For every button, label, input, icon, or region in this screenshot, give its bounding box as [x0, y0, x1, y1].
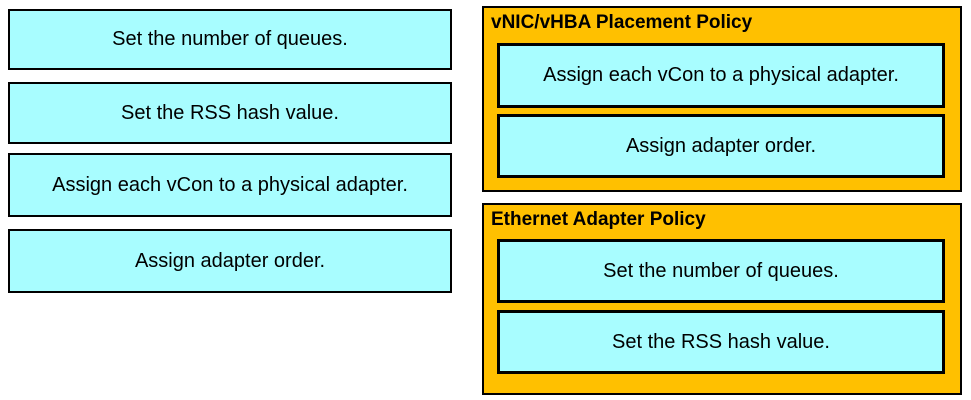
- drag-item-label: Set the number of queues.: [112, 28, 348, 50]
- drag-item-assign-adapter-order[interactable]: Assign adapter order.: [8, 229, 452, 293]
- panel-title: vNIC/vHBA Placement Policy: [491, 12, 753, 33]
- drag-item-label: Set the RSS hash value.: [121, 101, 339, 124]
- drag-item-set-number-of-queues[interactable]: Set the number of queues.: [8, 9, 452, 70]
- drop-slot-label: Assign each vCon to a physical adapter.: [543, 64, 899, 86]
- drop-slot-vnic-2[interactable]: Assign adapter order.: [497, 114, 945, 178]
- panel-title: Ethernet Adapter Policy: [491, 209, 706, 230]
- drop-slot-ethernet-1[interactable]: Set the number of queues.: [497, 239, 945, 303]
- drag-item-label: Assign adapter order.: [134, 249, 326, 272]
- drop-slot-label: Set the number of queues.: [603, 259, 839, 282]
- drag-item-label: Assign each vCon to a physical adapter.: [52, 173, 408, 196]
- panel-ethernet-adapter-policy: Ethernet Adapter Policy Set the number o…: [482, 203, 962, 395]
- drag-item-set-rss-hash-value[interactable]: Set the RSS hash value.: [8, 82, 452, 144]
- drag-item-assign-vcon-physical-adapter[interactable]: Assign each vCon to a physical adapter.: [8, 153, 452, 217]
- panel-vnic-vhba-placement-policy: vNIC/vHBA Placement Policy Assign each v…: [482, 6, 962, 192]
- drop-slot-ethernet-2[interactable]: Set the RSS hash value.: [497, 310, 945, 374]
- drop-slot-label: Set the RSS hash value.: [612, 330, 830, 353]
- drop-slot-vnic-1[interactable]: Assign each vCon to a physical adapter.: [497, 43, 945, 108]
- drop-slot-label: Assign adapter order.: [625, 134, 817, 157]
